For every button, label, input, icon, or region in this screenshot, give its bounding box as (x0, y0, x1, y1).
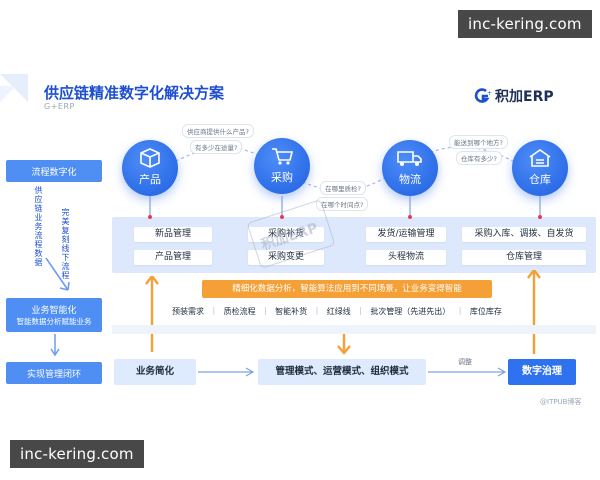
intelligence-banner: 精细化数据分析，智能算法应用到不同场景，让业务变得智能 (202, 280, 492, 298)
left-down-arrow-2-icon (50, 334, 60, 357)
question-bubble-4: 在哪个时间点? (316, 197, 369, 211)
vertical-text-data: 供应链业务流程数据 (34, 186, 43, 267)
question-bubble-5: 能送到哪个地方? (449, 135, 508, 149)
logo-text: 积加ERP (495, 89, 554, 105)
pin-logistics (408, 215, 412, 219)
cart-icon (272, 148, 294, 165)
tool-item: 红绿线 (326, 307, 351, 316)
question-bubble-3: 在哪里质检? (320, 181, 366, 195)
box-governance: 数字治理 (508, 359, 576, 385)
flow-arrow-1-icon (198, 367, 255, 377)
tool-row-bg (112, 325, 596, 334)
pin-warehouse (538, 215, 542, 219)
pin-product (148, 215, 152, 219)
tool-item: 批次管理（先进先出） (370, 307, 451, 316)
module-stems (149, 196, 541, 218)
page-title: 供应链精准数字化解决方案 (44, 84, 225, 102)
tool-divider: | (458, 306, 462, 315)
watermark-top: inc-kering.com (458, 10, 592, 38)
box-governance-label: 数字治理 (522, 366, 562, 377)
module-warehouse: 仓库 (512, 140, 568, 196)
feature-shipping: 发货/运输管理 (366, 227, 446, 242)
vertical-text-offline: 完美复刻线下流程 (61, 208, 70, 280)
module-product: 产品 (122, 140, 178, 196)
logo-mark-icon: + (474, 88, 492, 103)
tool-item: 质检流程 (223, 307, 256, 316)
module-logistics-label: 物流 (399, 173, 421, 186)
question-bubble-2: 有多少在途量? (190, 140, 243, 154)
svg-text:+: + (487, 90, 492, 97)
feature-inbound: 采购入库、调拨、自发货 (462, 227, 586, 242)
box-intel-title: 业务智能化 (31, 306, 77, 316)
watermark-bottom: inc-kering.com (10, 440, 144, 468)
feature-warehouse-mgmt: 仓库管理 (462, 250, 586, 265)
tool-divider: | (315, 306, 319, 315)
tool-item: 预装需求 (172, 307, 204, 316)
box-process-label: 流程数字化 (31, 167, 77, 178)
box-loop-label: 实现管理闭环 (26, 369, 81, 380)
feature-first-leg: 头程物流 (366, 250, 446, 265)
module-purchase-label: 采购 (271, 171, 293, 184)
box-modes-label: 管理模式、运营模式、组织模式 (275, 366, 409, 377)
warehouse-icon (529, 149, 551, 167)
corner-arrow-icon (0, 74, 28, 102)
question-bubble-6: 仓库有多少? (456, 151, 502, 165)
feature-purchase-change: 采购变更 (248, 250, 324, 265)
tool-divider: | (212, 306, 216, 315)
feature-product-mgmt: 产品管理 (134, 250, 212, 265)
feature-replenish: 采购补货 (248, 227, 324, 242)
up-arrow-left-icon (145, 276, 159, 352)
tool-divider: | (264, 306, 267, 315)
box-process-digital: 流程数字化 (6, 160, 102, 182)
down-arrow-mid-icon (337, 332, 351, 355)
up-arrow-right-icon (527, 270, 541, 354)
left-down-arrow-icon (45, 258, 70, 291)
box-icon (140, 148, 160, 168)
brand-logo: + 积加ERP (474, 86, 554, 106)
tool-row: 预装需求 | 质检流程 | 智能补货 | 红绿线 | 批次管理（先进先出） | … (172, 306, 502, 317)
tool-item: 库位库存 (469, 307, 502, 316)
pin-purchase (280, 215, 284, 219)
box-intel-sub: 智能数据分析赋能业务 (16, 317, 92, 326)
tool-divider: | (359, 306, 362, 315)
adjust-label: 调整 (458, 358, 472, 366)
module-warehouse-label: 仓库 (529, 173, 551, 186)
tool-item: 智能补货 (275, 307, 308, 316)
source-credit: @ITPUB博客 (540, 398, 582, 406)
box-simplify-label: 业务简化 (135, 366, 174, 377)
module-logistics: 物流 (382, 140, 438, 196)
page-subtitle: G+ERP (44, 102, 75, 111)
flow-arrow-2-icon (428, 367, 507, 377)
truck-icon (397, 151, 422, 166)
box-closed-loop: 实现管理闭环 (6, 362, 102, 384)
module-purchase: 采购 (254, 138, 310, 194)
box-modes: 管理模式、运营模式、组织模式 (258, 359, 426, 385)
question-bubble-1: 供应商提供什么产品? (182, 124, 254, 138)
feature-new-product: 新品管理 (134, 227, 212, 242)
box-simplify: 业务简化 (114, 359, 196, 385)
box-business-intel: 业务智能化 智能数据分析赋能业务 (6, 298, 102, 332)
module-product-label: 产品 (139, 173, 161, 186)
